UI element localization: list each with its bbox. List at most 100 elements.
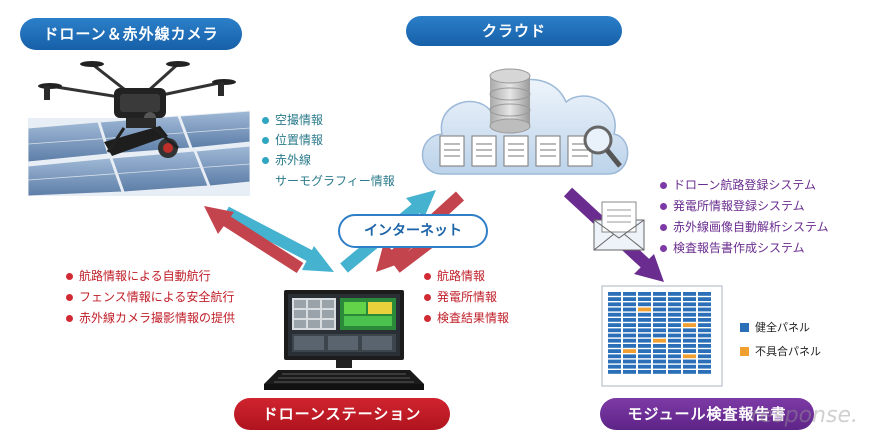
healthy-panel-cell <box>668 323 681 327</box>
healthy-panel-cell <box>668 349 681 353</box>
healthy-panel-cell <box>698 297 711 301</box>
healthy-panel-cell <box>623 313 636 317</box>
drone-control-item: フェンス情報による安全航行 <box>66 287 235 308</box>
healthy-panel-cell <box>683 344 696 348</box>
cloud-systems-list: ドローン航路登録システム 発電所情報登録システム 赤外線画像自動解析システム 検… <box>660 175 829 259</box>
healthy-panel-cell <box>668 370 681 374</box>
cloud-system-item: 発電所情報登録システム <box>660 196 829 217</box>
healthy-panel-cell <box>668 334 681 338</box>
drone-control-item: 赤外線カメラ撮影情報の提供 <box>66 308 235 329</box>
healthy-panel-cell <box>608 344 621 348</box>
healthy-panel-cell <box>683 365 696 369</box>
mail-icon <box>592 200 646 252</box>
healthy-panel-cell <box>653 313 666 317</box>
teal-arrow-down <box>226 212 334 272</box>
healthy-panel-cell <box>698 302 711 306</box>
healthy-panel-cell <box>623 360 636 364</box>
healthy-panel-cell <box>653 370 666 374</box>
healthy-panel-cell <box>638 354 651 358</box>
healthy-panel-cell <box>698 339 711 343</box>
healthy-panel-cell <box>668 339 681 343</box>
station-data-list: 航路情報 発電所情報 検査結果情報 <box>424 266 509 329</box>
healthy-panel-cell <box>623 302 636 306</box>
healthy-panel-cell <box>623 308 636 312</box>
healthy-panel-cell <box>683 302 696 306</box>
healthy-panel-cell <box>608 339 621 343</box>
healthy-panel-cell <box>623 354 636 358</box>
healthy-panel-cell <box>653 354 666 358</box>
healthy-panel-cell <box>638 334 651 338</box>
healthy-panel-cell <box>608 354 621 358</box>
healthy-panel-cell <box>668 297 681 301</box>
legend-defect-swatch <box>740 347 749 356</box>
healthy-panel-cell <box>638 328 651 332</box>
healthy-panel-cell <box>668 365 681 369</box>
healthy-panel-cell <box>638 339 651 343</box>
healthy-panel-cell <box>623 339 636 343</box>
healthy-panel-cell <box>638 360 651 364</box>
healthy-panel-cell <box>608 323 621 327</box>
healthy-panel-cell <box>653 349 666 353</box>
healthy-panel-cell <box>608 334 621 338</box>
healthy-panel-cell <box>698 328 711 332</box>
legend-defect: 不具合パネル <box>740 343 821 359</box>
healthy-panel-cell <box>698 360 711 364</box>
healthy-panel-cell <box>698 365 711 369</box>
healthy-panel-cell <box>608 292 621 296</box>
healthy-panel-cell <box>608 297 621 301</box>
healthy-panel-cell <box>683 308 696 312</box>
healthy-panel-cell <box>653 292 666 296</box>
healthy-panel-cell <box>623 344 636 348</box>
healthy-panel-cell <box>653 344 666 348</box>
healthy-panel-cell <box>668 313 681 317</box>
healthy-panel-cell <box>608 318 621 322</box>
healthy-panel-cell <box>683 360 696 364</box>
defective-panel-cell <box>638 308 651 312</box>
healthy-panel-cell <box>623 328 636 332</box>
healthy-panel-cell <box>668 344 681 348</box>
healthy-panel-cell <box>668 308 681 312</box>
healthy-panel-cell <box>683 334 696 338</box>
healthy-panel-cell <box>683 292 696 296</box>
healthy-panel-cell <box>698 334 711 338</box>
healthy-panel-cell <box>623 297 636 301</box>
healthy-panel-cell <box>653 334 666 338</box>
healthy-panel-cell <box>698 349 711 353</box>
healthy-panel-cell <box>683 313 696 317</box>
healthy-panel-cell <box>623 292 636 296</box>
healthy-panel-cell <box>698 344 711 348</box>
healthy-panel-cell <box>638 292 651 296</box>
healthy-panel-cell <box>608 313 621 317</box>
healthy-panel-cell <box>653 328 666 332</box>
healthy-panel-cell <box>638 349 651 353</box>
healthy-panel-cell <box>653 308 666 312</box>
legend-healthy-label: 健全パネル <box>755 319 810 335</box>
healthy-panel-cell <box>653 323 666 327</box>
healthy-panel-cell <box>698 308 711 312</box>
internet-label: インターネット <box>338 214 488 248</box>
healthy-panel-cell <box>653 365 666 369</box>
healthy-panel-cell <box>698 370 711 374</box>
healthy-panel-cell <box>653 360 666 364</box>
legend-healthy: 健全パネル <box>740 319 810 335</box>
defective-panel-cell <box>653 339 666 343</box>
healthy-panel-cell <box>638 313 651 317</box>
healthy-panel-cell <box>683 318 696 322</box>
healthy-panel-cell <box>698 292 711 296</box>
healthy-panel-cell <box>653 302 666 306</box>
healthy-panel-cell <box>683 370 696 374</box>
defective-panel-cell <box>623 349 636 353</box>
healthy-panel-cell <box>683 328 696 332</box>
healthy-panel-cell <box>623 334 636 338</box>
healthy-panel-cell <box>683 297 696 301</box>
healthy-panel-cell <box>608 349 621 353</box>
healthy-panel-cell <box>668 318 681 322</box>
module-report-sheet <box>600 284 724 388</box>
healthy-panel-cell <box>608 302 621 306</box>
drone-control-list: 航路情報による自動航行 フェンス情報による安全航行 赤外線カメラ撮影情報の提供 <box>66 266 235 329</box>
healthy-panel-cell <box>608 308 621 312</box>
healthy-panel-cell <box>638 318 651 322</box>
healthy-panel-cell <box>638 365 651 369</box>
healthy-panel-cell <box>653 297 666 301</box>
defective-panel-cell <box>683 323 696 327</box>
